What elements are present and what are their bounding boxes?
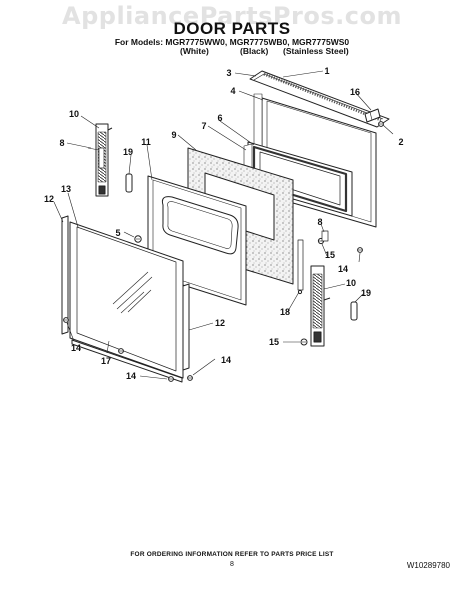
callout-12: 12 (215, 318, 225, 328)
screw-fastener (357, 247, 363, 253)
callout-13: 13 (61, 184, 71, 194)
door-outer-glass (69, 221, 184, 379)
site-watermark: AppliancePartsPros.com (62, 2, 402, 30)
hinge-pin-left (125, 173, 133, 193)
callout-1: 1 (324, 66, 329, 76)
callout-15: 15 (269, 337, 279, 347)
callout-14: 14 (71, 343, 81, 353)
door-top-trim (249, 70, 390, 128)
callout-12: 12 (44, 194, 54, 204)
door-side-trim-right (182, 283, 190, 371)
callout-8: 8 (59, 138, 64, 148)
callout-16: 16 (350, 87, 360, 97)
callout-8: 8 (317, 217, 322, 227)
callout-18: 18 (280, 307, 290, 317)
screw-fastener (118, 348, 124, 354)
callout-15: 15 (325, 250, 335, 260)
callout-11: 11 (141, 137, 151, 147)
finish-white: (White) (180, 46, 209, 56)
callout-2: 2 (398, 137, 403, 147)
page-title: DOOR PARTS (173, 19, 291, 38)
callout-5: 5 (115, 228, 120, 238)
callout-10: 10 (69, 109, 79, 119)
door-hinge-right (310, 265, 331, 347)
ordering-note: FOR ORDERING INFORMATION REFER TO PARTS … (130, 551, 334, 558)
screw-fastener (300, 338, 308, 346)
screw-fastener (378, 121, 384, 127)
callout-14: 14 (221, 355, 231, 365)
callout-10: 10 (346, 278, 356, 288)
callout-7: 7 (201, 121, 206, 131)
door-side-trim-left (61, 215, 69, 335)
page-number: 8 (230, 561, 234, 568)
callout-9: 9 (171, 130, 176, 140)
door-bottom-trim (71, 339, 183, 383)
callout-14: 14 (126, 371, 136, 381)
leader-lines (53, 70, 394, 380)
hinge-pin-right (350, 301, 358, 321)
finish-black: (Black) (240, 46, 269, 56)
callout-14: 14 (338, 264, 348, 274)
callout-labels: 1 3 4 16 2 10 6 7 8 9 11 19 13 12 5 8 15… (44, 66, 404, 381)
callout-3: 3 (226, 68, 231, 78)
callout-4: 4 (230, 86, 235, 96)
hinge-receiver-left (87, 147, 105, 169)
callout-19: 19 (123, 147, 133, 157)
document-number: W10289780 (406, 561, 450, 570)
hinge-receiver-small (321, 230, 329, 242)
screw-fastener (63, 317, 69, 323)
callout-19: 19 (361, 288, 371, 298)
finish-stainless: (Stainless Steel) (283, 46, 349, 56)
callout-6: 6 (217, 113, 222, 123)
screw-fastener (168, 376, 174, 382)
screw-fastener (134, 235, 142, 243)
door-bracket (364, 108, 381, 123)
model-list: For Models: MGR7775WW0, MGR7775WB0, MGR7… (114, 37, 350, 47)
callout-17: 17 (101, 356, 111, 366)
hinge-receiver-right (297, 239, 304, 295)
screw-fastener (187, 375, 193, 381)
